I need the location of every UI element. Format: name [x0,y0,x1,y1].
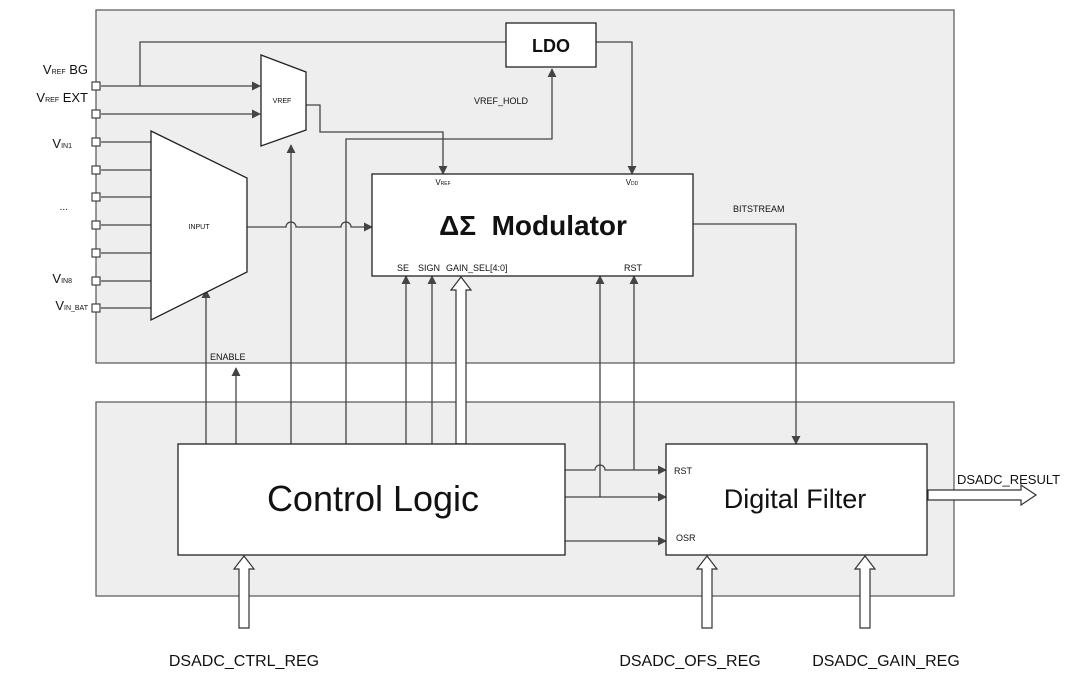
modulator-vdd-pin: VDD [626,178,639,187]
vref-hold-label: VREF_HOLD [474,96,529,106]
label-vin-bat: VIN_BAT [55,298,88,313]
control-logic-label: Control Logic [267,478,479,519]
ofs-reg-label: DSADC_OFS_REG [619,653,760,670]
ldo-block [505,22,597,68]
digital-filter-label: Digital Filter [724,484,867,514]
ctrl-reg-bus [232,555,256,629]
ctrl-reg-label: DSADC_CTRL_REG [169,653,319,670]
pin-vin1 [91,137,101,147]
ldo-to-vdd-wire [596,41,637,175]
pin-vin8 [91,276,101,286]
vref-hold-wire [345,68,557,444]
modulator-se-pin: SE [397,263,409,273]
label-vin1: VIN1 [52,136,72,151]
pin-vin2 [91,165,101,175]
modulator-gain-sel-pin: GAIN_SEL[4:0] [446,263,508,273]
vref-to-modulator-wire [306,104,448,175]
modulator-vref-pin: VREF [435,178,450,187]
pin-vin5 [91,248,101,258]
label-vin8: VIN8 [52,271,72,286]
modulator-rst-pin: RST [624,263,643,273]
filter-rst-wire [565,464,667,475]
label-vref-ext: VREF EXT [36,90,88,105]
label-vref-bg: VREF BG [43,62,88,77]
ofs-reg-bus [695,555,719,629]
gain-reg-label: DSADC_GAIN_REG [812,653,960,670]
ldo-label: LDO [532,36,570,56]
result-label: DSADC_RESULT [957,472,1060,487]
pin-vin3 [91,192,101,202]
vref-bg-to-ldo-wire [139,41,506,86]
modulator-label: ΔΣ Modulator [439,210,627,241]
bitstream-wire [693,223,801,445]
modulator-block [371,173,694,277]
label-ellipsis: ... [60,202,68,213]
gain-reg-bus [853,555,877,629]
input-to-modulator-wire [247,221,373,232]
filter-rst-label: RST [674,466,693,476]
enable-label: ENABLE [210,352,246,362]
vref-mux-label: VREF [273,98,292,105]
bitstream-label: BITSTREAM [733,204,785,214]
control-logic-block [177,443,566,556]
vref-mux [260,54,307,147]
pin-vref-bg [91,81,101,91]
pin-vref-ext [91,109,101,119]
modulator-sign-pin: SIGN [418,263,440,273]
digital-filter-block [665,443,928,556]
gain-sel-bus [449,276,473,445]
pin-vin-bat [91,303,101,313]
filter-osr-label: OSR [676,533,696,543]
pin-vin4 [91,220,101,230]
result-bus [927,483,1038,507]
input-mux-label: INPUT [189,224,211,231]
input-mux [150,129,248,322]
